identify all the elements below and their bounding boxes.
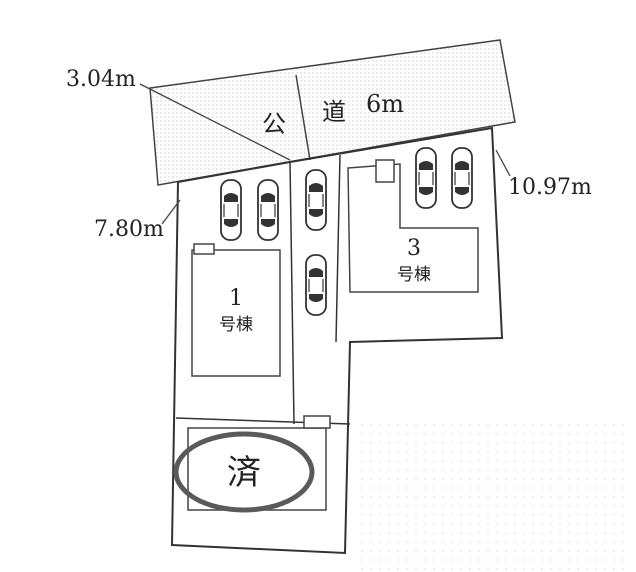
public-road: [149, 39, 516, 186]
leader-side-right: [495, 149, 511, 177]
parking-car-1a: [220, 179, 242, 241]
building-2-porch: [303, 415, 331, 429]
leader-side-left: [161, 199, 181, 225]
parking-car-path-2: [305, 254, 327, 316]
building-2-footprint: [187, 427, 327, 511]
building-1-footprint: [191, 249, 281, 377]
parking-car-1b: [257, 179, 279, 241]
sold-stamp-label: 済: [227, 453, 261, 493]
path-left-line: [289, 161, 295, 425]
road-label-width: 6m: [366, 90, 404, 118]
dimension-side-left: 7.80m: [94, 217, 164, 242]
parking-car-3a: [415, 147, 437, 209]
building-3-suffix: 号棟: [397, 265, 431, 285]
path-right-line: [335, 154, 341, 343]
building-3-porch: [375, 159, 395, 183]
sold-stamp: [173, 431, 315, 513]
background-speckle: [360, 420, 630, 570]
road-label-road: 道: [322, 98, 346, 126]
dimension-side-right: 10.97m: [508, 175, 592, 200]
parking-car-path-1: [305, 169, 327, 231]
building-1-number: 1: [229, 286, 243, 311]
building-3-number: 3: [407, 236, 421, 261]
building-1-porch: [193, 243, 215, 255]
parking-car-3b: [451, 147, 473, 209]
dimension-frontage-left: 3.04m: [66, 67, 136, 92]
road-label-public: 公: [262, 110, 286, 138]
site-boundary: [170, 126, 504, 555]
building-3-footprint: [347, 163, 479, 293]
building-1-suffix: 号棟: [219, 315, 253, 335]
leader-frontage-left: [139, 83, 291, 161]
road-label-divider: [295, 74, 311, 161]
